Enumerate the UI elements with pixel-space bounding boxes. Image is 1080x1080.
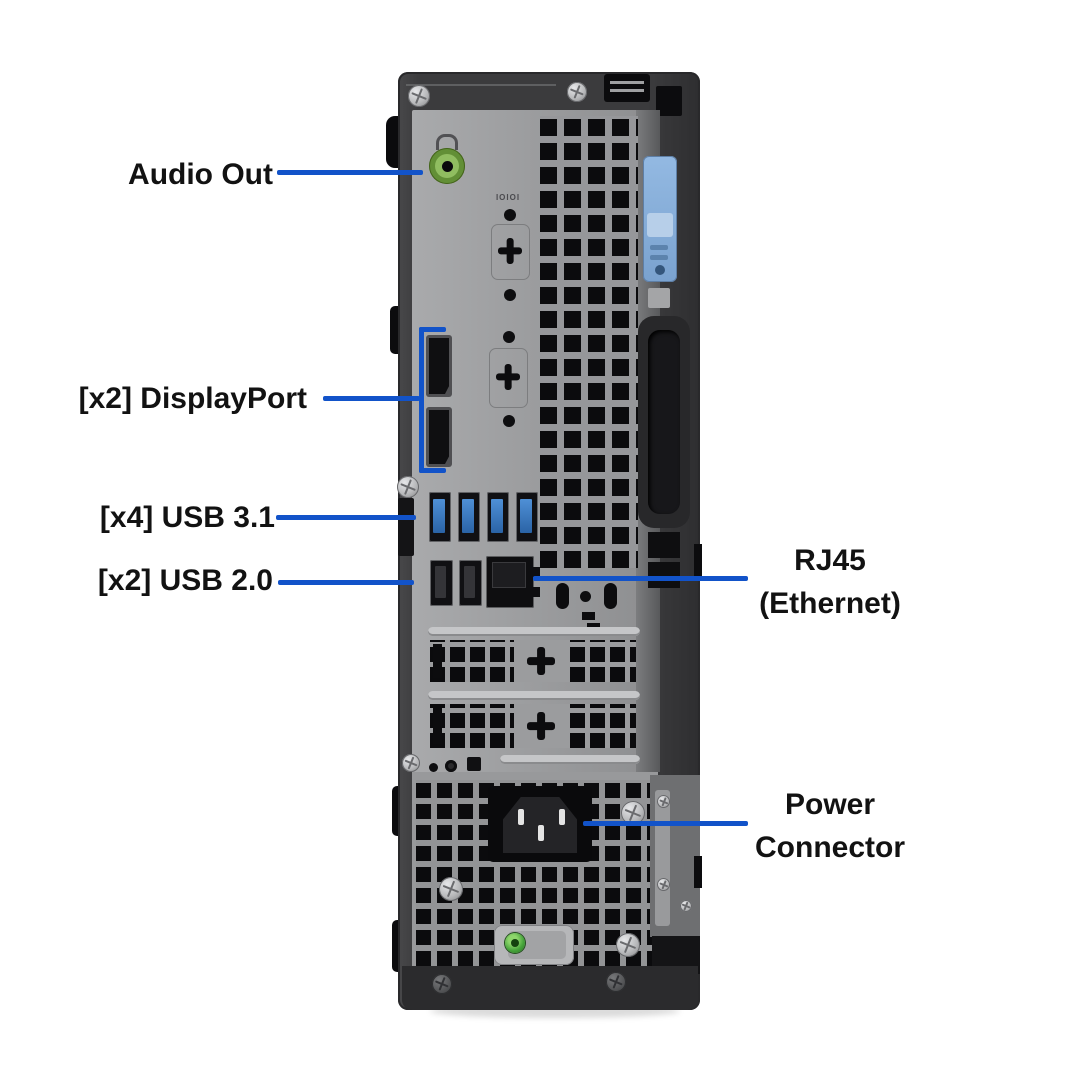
knockout-hole	[503, 331, 515, 343]
knockout-hole	[580, 591, 591, 602]
knockout-slot	[556, 583, 569, 609]
power-led-center	[511, 939, 519, 947]
usb3-port-4	[516, 492, 538, 542]
vent-grid-upper	[540, 116, 638, 568]
usb3-tongue	[433, 499, 445, 533]
padlock-ring-opening	[648, 330, 680, 514]
knockout-slot	[604, 583, 617, 609]
usb2-tongue	[464, 566, 475, 598]
chassis-nub	[694, 856, 702, 888]
knockout-hole	[504, 289, 516, 301]
latch-slit	[610, 81, 644, 84]
usb3-port-3	[487, 492, 509, 542]
chassis-screw	[402, 754, 420, 772]
displayport-opening	[429, 410, 449, 464]
knockout-screw-cutout	[498, 238, 522, 264]
ethernet-opening	[492, 562, 526, 588]
slot-screw-cutout	[527, 647, 555, 675]
label-audio-out: Audio Out	[128, 158, 273, 191]
power-pin-slot	[538, 825, 544, 841]
panel-cutout-square	[467, 757, 481, 771]
usb2-port-1	[430, 560, 453, 606]
annotation-line-usb20	[278, 580, 414, 585]
power-pin-slot	[559, 809, 565, 825]
usb3-tongue	[491, 499, 503, 533]
label-usb31: [x4] USB 3.1	[99, 501, 275, 534]
lock-slider-grip	[647, 213, 673, 237]
usb3-tongue	[462, 499, 474, 533]
displayport-opening	[429, 338, 449, 394]
chassis-nub	[694, 544, 702, 580]
bracket-screw	[680, 900, 692, 912]
psu-screw	[439, 877, 463, 901]
label-rj45-line2: (Ethernet)	[759, 587, 901, 620]
annotation-line-audio-out	[277, 170, 423, 175]
panel-hole	[429, 763, 438, 772]
slot-screw-cutout	[527, 712, 555, 740]
label-power-line1: Power	[784, 788, 876, 821]
displayport-port-1	[426, 335, 452, 397]
headphone-icon	[436, 134, 458, 150]
release-latch	[604, 74, 650, 102]
annotation-bracket-tick-bottom	[419, 468, 446, 473]
label-rj45-ethernet: RJ45 (Ethernet)	[714, 539, 946, 625]
audio-jack-hole	[442, 161, 453, 172]
lock-slider-dash	[650, 255, 668, 260]
chassis-screw	[567, 82, 587, 102]
slot-retention-bar	[500, 755, 640, 764]
chassis-tab-inner	[398, 498, 414, 556]
cable-cover-block	[648, 562, 680, 588]
label-displayport: [x2] DisplayPort	[78, 382, 307, 415]
psu-screw	[616, 933, 640, 957]
label-usb20: [x2] USB 2.0	[97, 564, 273, 597]
bezel-seam-line	[406, 84, 556, 86]
slot-retention-bar	[428, 627, 640, 636]
annotation-bracket-tick-top	[419, 327, 446, 332]
chassis-screw	[397, 476, 419, 498]
latch-slit	[610, 89, 644, 92]
lock-chip	[648, 288, 670, 308]
displayport-port-2	[426, 407, 452, 467]
chassis-bottom-strip	[402, 966, 698, 1010]
lock-slider-dash	[650, 245, 668, 250]
ethernet-clip	[532, 587, 540, 597]
foot-screw	[432, 974, 452, 994]
slot-end-cutout	[433, 644, 442, 678]
chassis-screw	[408, 85, 430, 107]
latch-catch	[656, 86, 682, 116]
knockout-plate	[491, 224, 530, 280]
usb2-port-2	[459, 560, 482, 606]
knockout-notch	[582, 612, 595, 620]
label-rj45-line1: RJ45	[794, 544, 866, 577]
serial-knockout-label: IOIOI	[495, 193, 521, 202]
panel-hole-ring	[445, 760, 457, 772]
annotation-line-displayport	[323, 396, 420, 401]
annotation-line-power	[583, 821, 748, 826]
slot-retention-bar	[428, 691, 640, 700]
slot-end-cutout	[433, 708, 442, 744]
bracket-screw	[657, 795, 670, 808]
knockout-plate	[489, 348, 528, 408]
knockout-screw-cutout	[496, 364, 520, 390]
bracket-screw	[657, 878, 670, 891]
label-power-line2: Connector	[755, 831, 905, 864]
annotation-line-rj45	[533, 576, 748, 581]
usb3-port-2	[458, 492, 480, 542]
annotation-bracket-displayport	[419, 327, 424, 473]
usb3-tongue	[520, 499, 532, 533]
usb3-port-1	[429, 492, 451, 542]
annotation-line-usb31	[276, 515, 416, 520]
cable-cover-block	[648, 532, 680, 558]
power-pin-slot	[518, 809, 524, 825]
label-power-connector: Power Connector	[714, 783, 946, 869]
psu-bracket-bar	[655, 790, 670, 926]
knockout-hole	[503, 415, 515, 427]
lock-slider-hole	[655, 265, 665, 275]
usb2-tongue	[435, 566, 446, 598]
knockout-hole	[504, 209, 516, 221]
foot-screw	[606, 972, 626, 992]
ethernet-clip	[532, 567, 540, 577]
ethernet-port	[486, 556, 534, 608]
